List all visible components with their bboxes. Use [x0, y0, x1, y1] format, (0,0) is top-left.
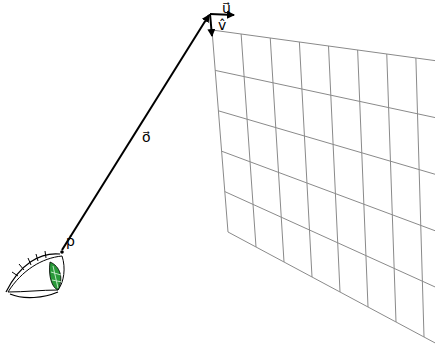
grid-line: [225, 192, 435, 294]
grid-line: [241, 34, 256, 247]
grid-line: [215, 70, 435, 120]
grid-line: [387, 54, 396, 322]
v-vector: [210, 14, 212, 36]
grid-line: [218, 111, 435, 178]
grid-line: [222, 151, 435, 236]
v-label: v̂: [218, 18, 226, 32]
grid-line: [270, 38, 284, 262]
grid-line: [212, 30, 228, 232]
grid-line: [358, 50, 368, 307]
grid-line: [212, 30, 435, 62]
offset-vector: [62, 15, 209, 250]
eye-symbol: [6, 250, 64, 297]
grid-line: [329, 46, 341, 292]
grid-line: [416, 58, 424, 337]
u-label: u⃗: [222, 1, 231, 15]
o-label: o⃗: [142, 130, 151, 144]
grid-line: [228, 232, 435, 346]
grid-line: [299, 42, 312, 277]
image-grid: [212, 30, 435, 346]
p-label: ṗ: [66, 234, 75, 248]
